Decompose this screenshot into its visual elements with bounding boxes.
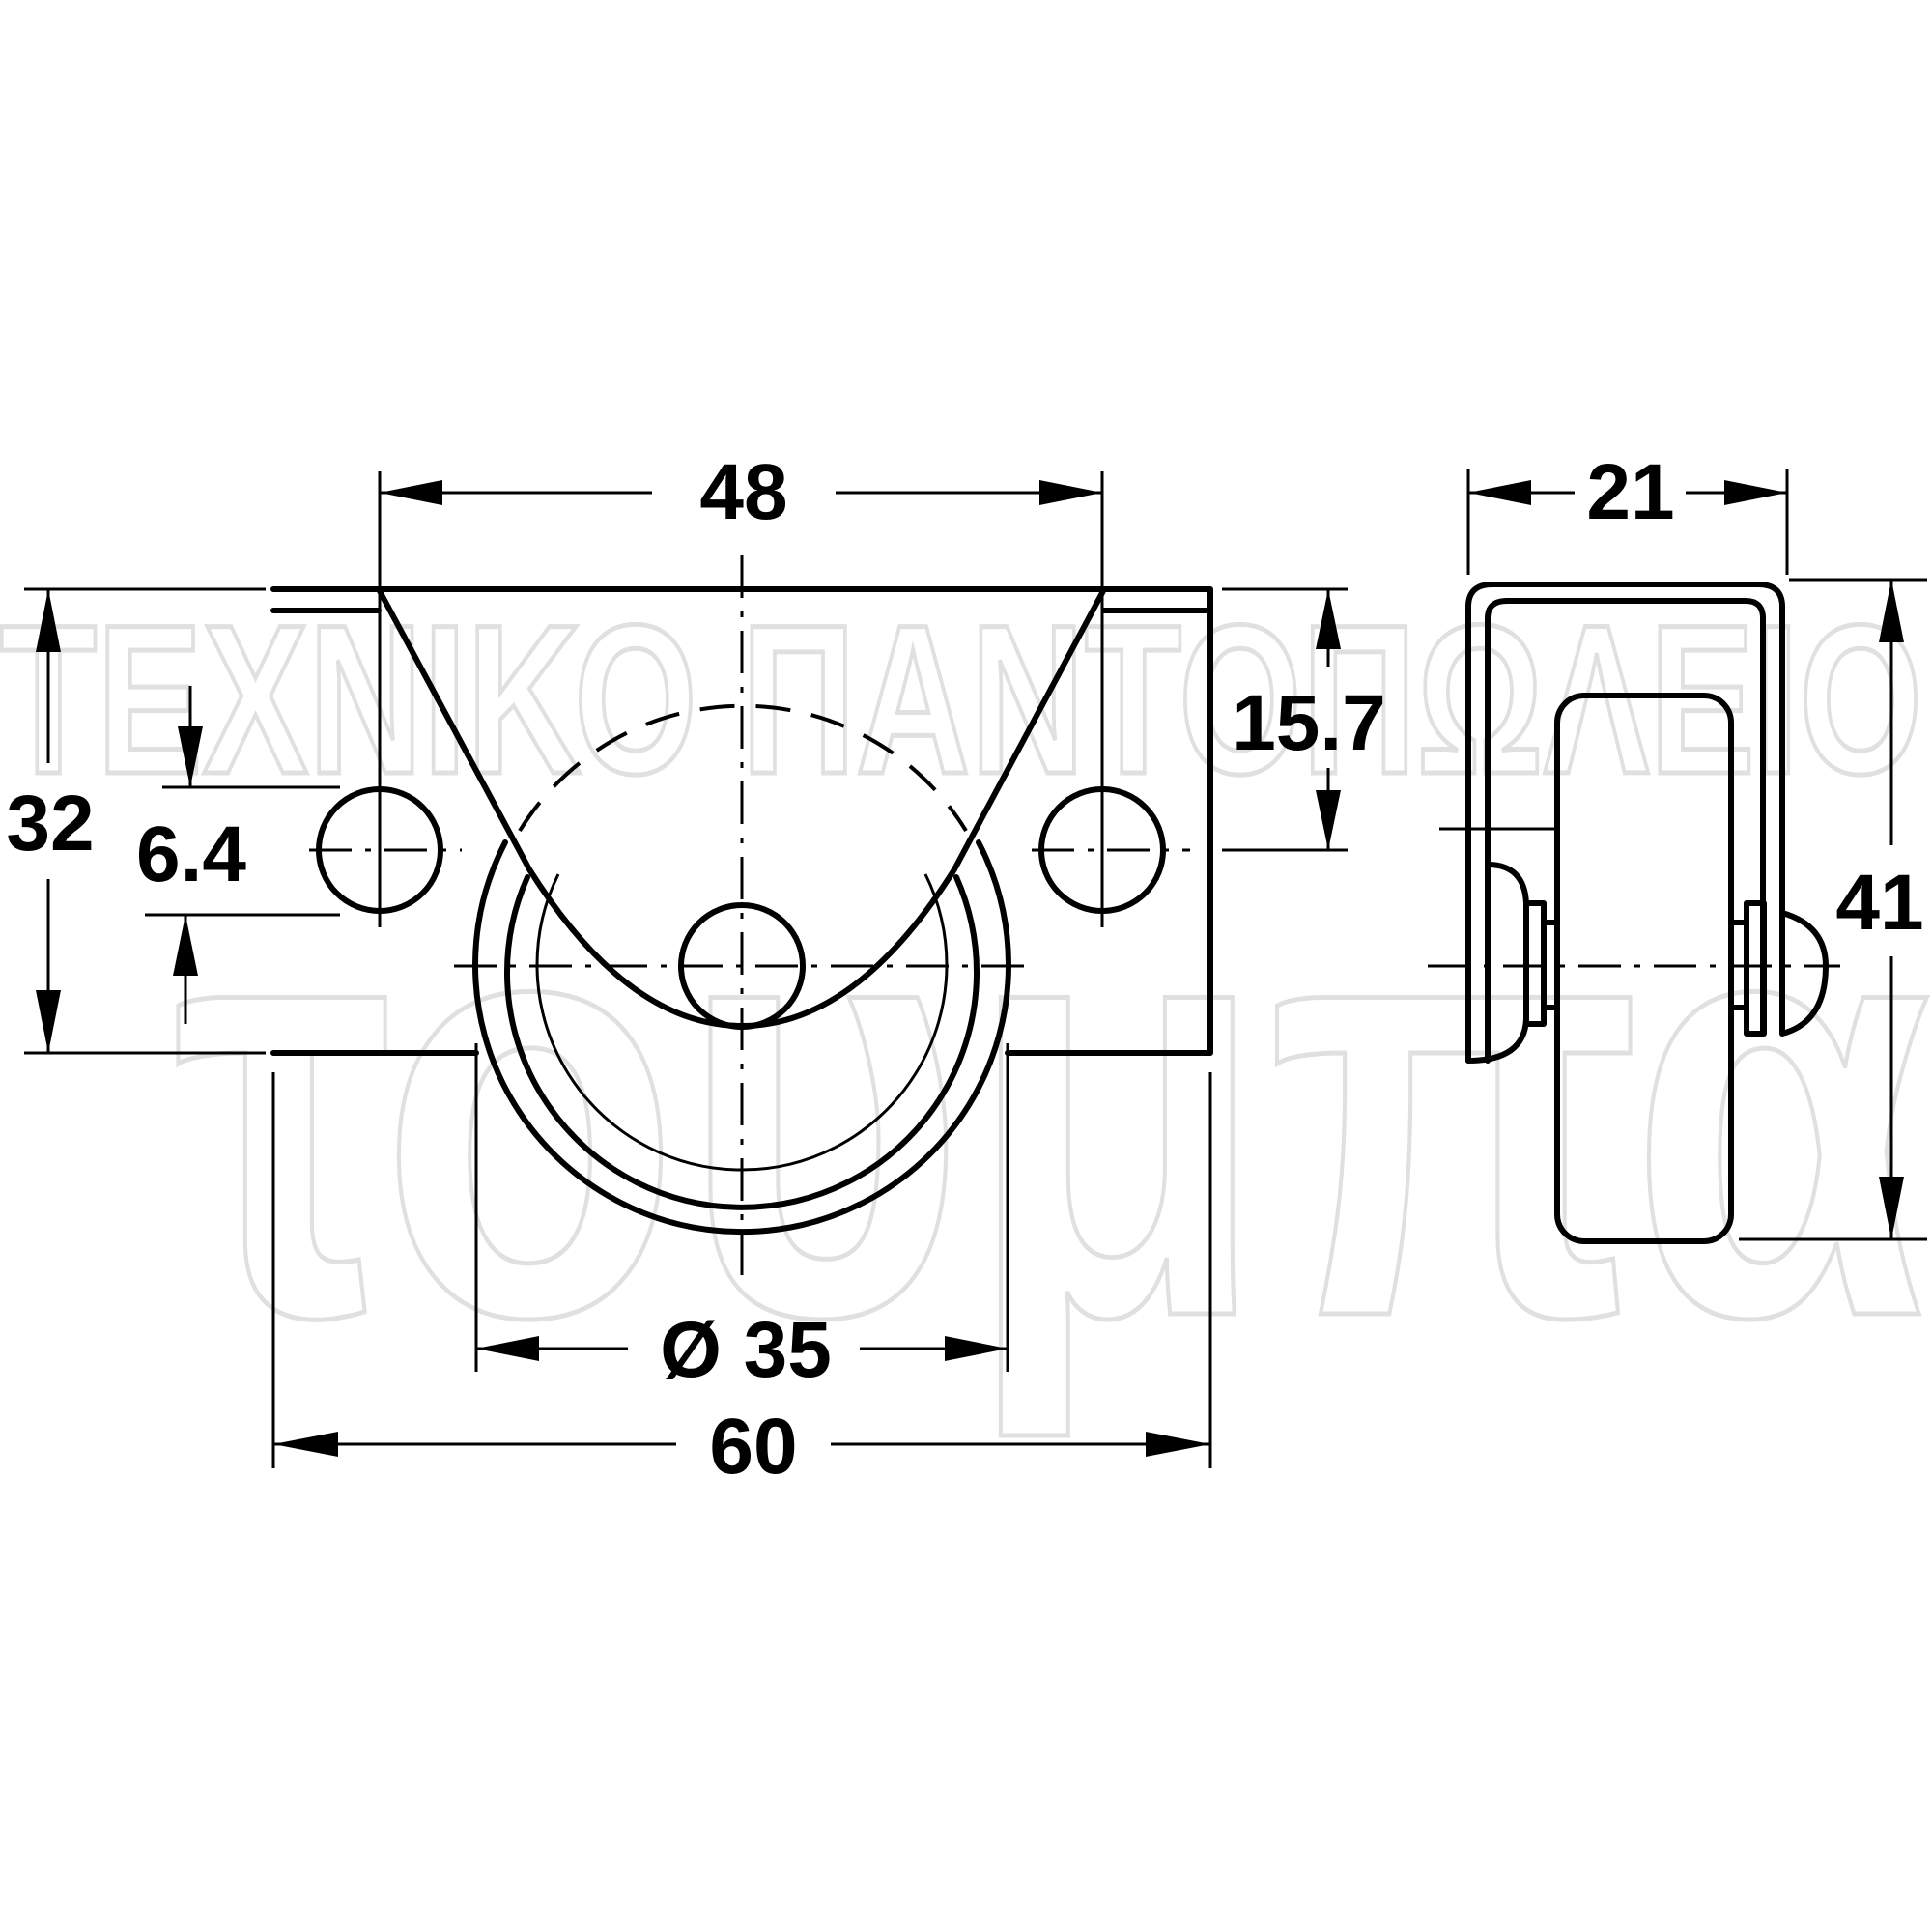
arrow-left (476, 1336, 539, 1361)
arrow-right (945, 1336, 1008, 1361)
dim-side-height: 41 (1739, 578, 1927, 1241)
arrow-down (1316, 790, 1341, 850)
arrow-right (1724, 480, 1787, 505)
dim-label-6-4: 6.4 (136, 810, 246, 898)
watermark-line1: ΤΕΧΝΙΚΟ ΠΑΝΤΟΠΩΛΕΙΟ (0, 581, 1922, 818)
wheel-hidden-outline (518, 703, 968, 833)
dim-side-width: 21 (1466, 448, 1789, 575)
dim-label-21: 21 (1586, 448, 1674, 536)
dim-hole-diameter: 6.4 (136, 686, 340, 1024)
wheel-outer-ring (472, 839, 1011, 1236)
side-bracket-inner (1485, 598, 1766, 1064)
arrow-down (1879, 1177, 1904, 1239)
dim-hole-to-top: 15.7 (1222, 587, 1386, 852)
front-view (270, 555, 1213, 1275)
arrow-down (36, 990, 61, 1053)
dim-label-diameter: Ø 35 (660, 1306, 832, 1394)
dim-wheel-diameter: Ø 35 (474, 1043, 1009, 1394)
side-view (1428, 582, 1840, 1244)
arrow-up (173, 915, 198, 976)
arrow-down (178, 726, 203, 787)
arrow-right (1039, 480, 1102, 505)
arrow-right (1146, 1432, 1210, 1457)
arrow-up (1316, 589, 1341, 649)
dim-label-41: 41 (1835, 859, 1923, 947)
dim-plate-height: 32 (6, 587, 266, 1055)
arrow-left (1468, 480, 1531, 505)
dim-label-48: 48 (699, 448, 787, 536)
dim-label-32: 32 (6, 780, 94, 867)
dim-label-15-7: 15.7 (1232, 679, 1386, 767)
wheel-inner-ring (504, 874, 980, 1210)
dim-hole-spacing: 48 (378, 448, 1104, 927)
dim-label-60: 60 (709, 1403, 797, 1491)
arrow-left (380, 480, 442, 505)
dim-overall-width: 60 (271, 1072, 1212, 1491)
arrow-up (36, 589, 61, 652)
side-bracket-outer (1465, 582, 1785, 1064)
arrow-up (1879, 580, 1904, 642)
arrow-left (273, 1432, 338, 1457)
watermark: ΤΕΧΝΙΚΟ ΠΑΝΤΟΠΩΛΕΙΟ τουμπα (0, 579, 1932, 1444)
